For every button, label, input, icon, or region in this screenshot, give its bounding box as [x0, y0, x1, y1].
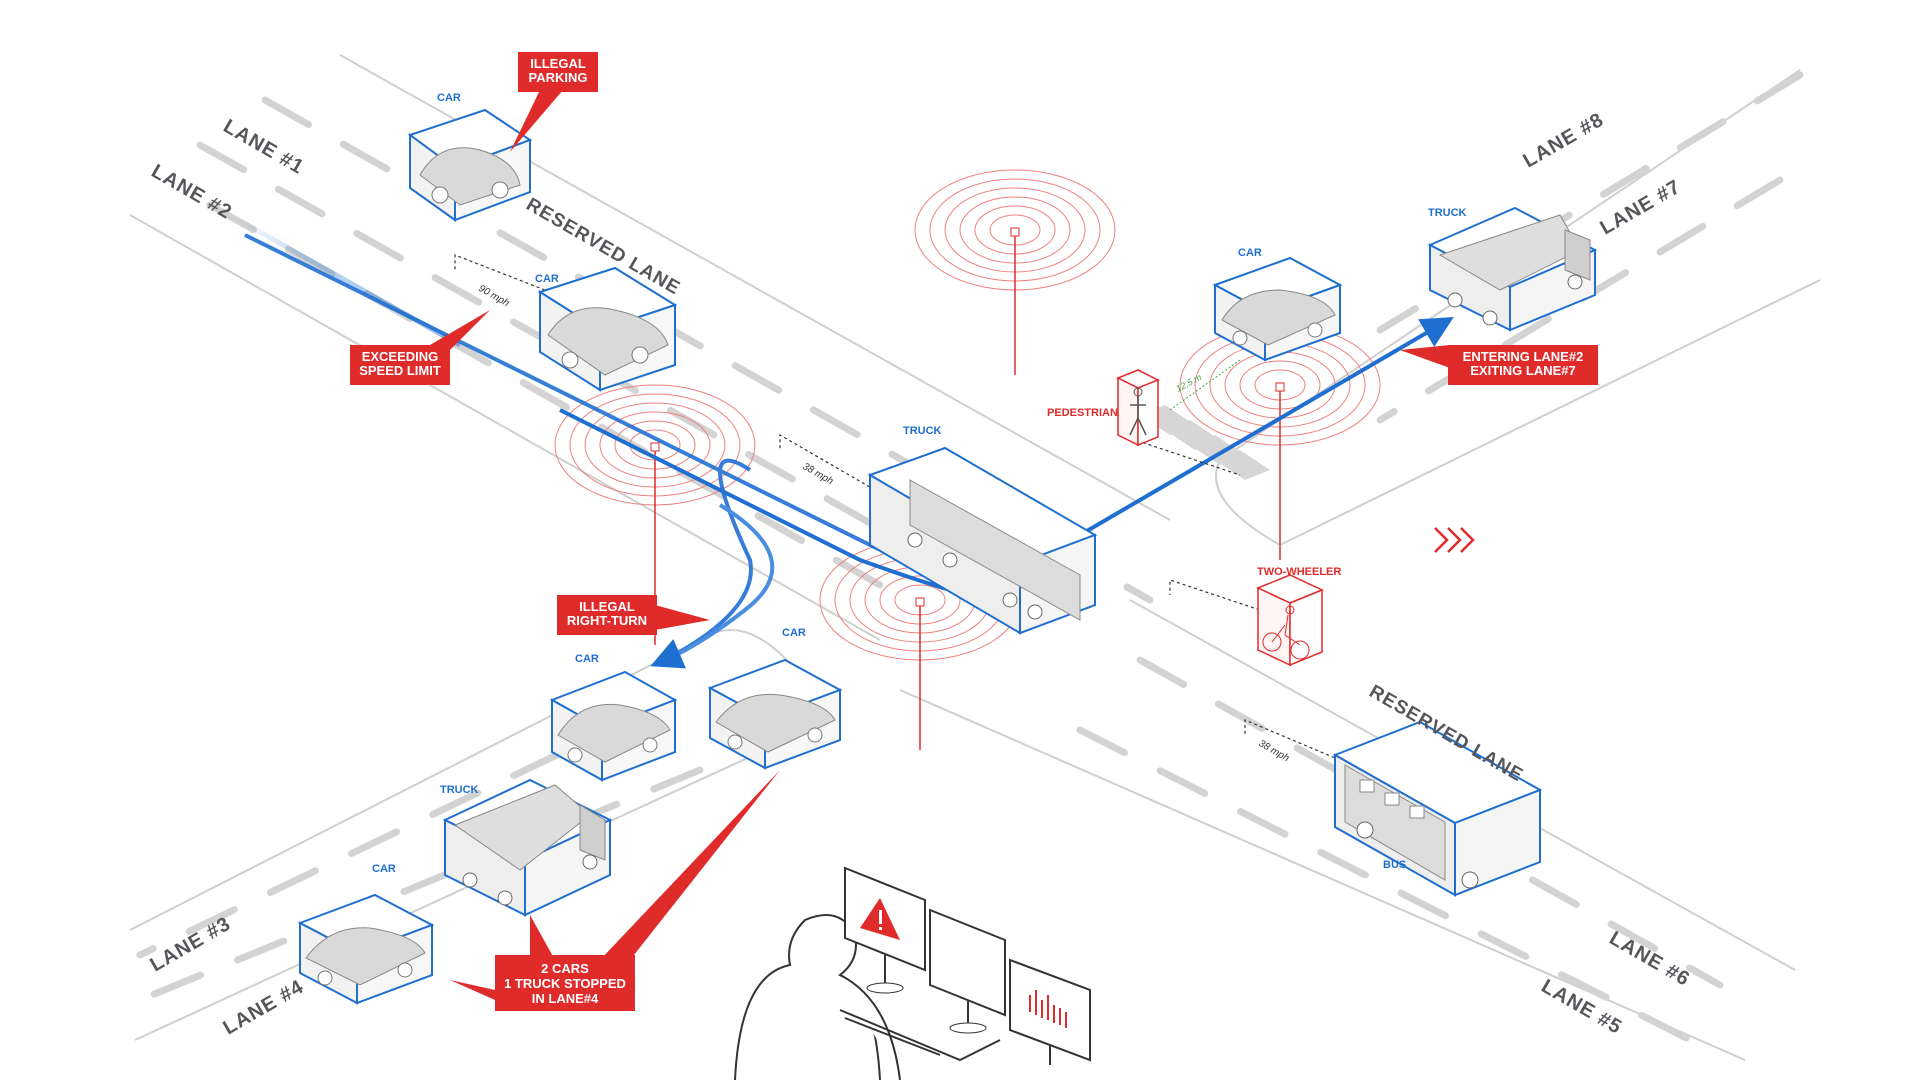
- turn-curve: [650, 503, 775, 669]
- truck-center-label: TRUCK: [903, 425, 942, 437]
- lane-3-label: LANE #3: [147, 913, 235, 977]
- car-stopped-1-label: CAR: [575, 653, 599, 665]
- callout-stopped-line1: 2 CARS: [541, 961, 589, 976]
- callout-exceeding-speed-line1: EXCEEDING: [362, 349, 439, 364]
- monitor-center: [929, 908, 1006, 1034]
- callout-illegal-turn-line2: RIGHT-TURN: [567, 613, 647, 628]
- monitor-alert: [844, 866, 926, 994]
- two-wheeler-label: TWO-WHEELER: [1257, 566, 1341, 578]
- callout-lane-change: ENTERING LANE#2 EXITING LANE#7: [1400, 345, 1598, 385]
- car-parking-label: CAR: [437, 92, 461, 104]
- car-illegal-parking: [407, 108, 533, 222]
- lane-2-label: LANE #2: [148, 160, 236, 224]
- lane-6-label: LANE #6: [1606, 927, 1694, 991]
- bus-speed-label: 38 mph: [1257, 738, 1292, 764]
- callout-stopped: 2 CARS 1 TRUCK STOPPED IN LANE#4: [450, 770, 780, 1011]
- car-speeding-label: CAR: [535, 273, 559, 285]
- desk: [839, 1009, 1001, 1062]
- lane-4-label: LANE #4: [220, 976, 308, 1040]
- car-bottom-label: CAR: [372, 863, 396, 875]
- bus-label: BUS: [1383, 859, 1406, 871]
- truck-stopped-label: TRUCK: [440, 784, 479, 796]
- car-stopped-2: [707, 658, 843, 770]
- callout-illegal-parking-line2: PARKING: [529, 70, 588, 85]
- car-stopped-1: [549, 670, 678, 782]
- truck-right-label: TRUCK: [1428, 207, 1467, 219]
- truck-center: [867, 446, 1098, 635]
- chevrons-right-icon: [1434, 527, 1475, 553]
- car-speed-label: 90 mph: [477, 283, 512, 309]
- lane-8-label: LANE #8: [1520, 109, 1608, 173]
- truck-stopped: [442, 778, 613, 917]
- monitor-chart: [1009, 958, 1091, 1065]
- bar-chart-icon: [1029, 990, 1067, 1028]
- bus: [1332, 720, 1543, 897]
- callout-stopped-line2: 1 TRUCK STOPPED: [504, 976, 626, 991]
- callout-stopped-line3: IN LANE#4: [532, 991, 599, 1006]
- callout-lane-change-line2: EXITING LANE#7: [1470, 363, 1575, 378]
- callout-exceeding-speed: EXCEEDING SPEED LIMIT: [350, 310, 490, 385]
- lane-change-arrow: [1078, 316, 1454, 537]
- pedestrian-label: PEDESTRIAN: [1047, 407, 1118, 419]
- car-speeding: [537, 266, 678, 392]
- lane-7-label: LANE #7: [1597, 176, 1685, 240]
- sensor-west: [554, 384, 756, 645]
- car-right: [1212, 256, 1343, 362]
- truck-right: [1427, 206, 1598, 332]
- pedestrian-distance-label: 12.5 m: [1174, 372, 1203, 394]
- car-bottom: [297, 893, 435, 1005]
- speed-vectors: [454, 254, 1341, 761]
- callout-lane-change-line1: ENTERING LANE#2: [1463, 349, 1584, 364]
- lane-1-label: LANE #1: [220, 115, 308, 179]
- car-stopped-2-label: CAR: [782, 627, 806, 639]
- pedestrian: [1116, 369, 1160, 447]
- callout-illegal-turn-line1: ILLEGAL: [579, 599, 635, 614]
- truck-speed-label: 38 mph: [801, 461, 836, 487]
- car-right-label: CAR: [1238, 247, 1262, 259]
- callout-exceeding-speed-line2: SPEED LIMIT: [359, 363, 441, 378]
- callout-illegal-parking-line1: ILLEGAL: [530, 56, 586, 71]
- callout-illegal-turn: ILLEGAL RIGHT-TURN: [557, 595, 710, 635]
- two-wheeler: [1256, 574, 1324, 667]
- sensor-north: [914, 169, 1116, 375]
- callout-illegal-parking: ILLEGAL PARKING: [510, 52, 598, 152]
- warning-icon: [860, 898, 900, 940]
